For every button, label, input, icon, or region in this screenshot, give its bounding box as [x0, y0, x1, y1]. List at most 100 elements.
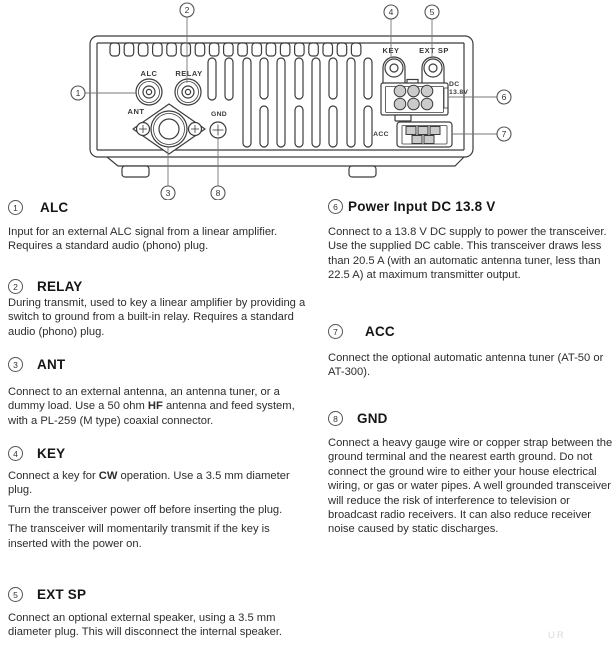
callout-5: 5 — [424, 4, 440, 20]
connector-section: 3 ANT Connect to an external antenna, an… — [8, 357, 310, 433]
text-segment: Connect a heavy gauge wire or copper str… — [328, 437, 612, 536]
dc-pin — [393, 84, 407, 98]
text-segment: operation. Use a 3.5 mm diameter plug. — [8, 470, 290, 497]
svg-text:5: 5 — [430, 7, 435, 17]
text-segment: CW — [98, 470, 118, 482]
vent-slat — [328, 105, 338, 148]
section-heading: 7 ACC — [328, 324, 612, 339]
section-title: ALC — [40, 200, 69, 215]
vent-tab — [223, 42, 234, 57]
svg-text:8: 8 — [216, 188, 221, 198]
connector-section: 7 ACC Connect the optional automatic ant… — [328, 324, 612, 385]
text-segment: Turn the transceiver power off before in… — [8, 503, 283, 516]
section-paragraph: Connect the optional automatic antenna t… — [328, 351, 612, 380]
vent-tab — [350, 42, 362, 57]
relay-label: RELAY — [175, 69, 202, 78]
section-title: Power Input DC 13.8 V — [348, 199, 496, 214]
acc-pin — [405, 126, 417, 135]
page-mark: UR — [548, 630, 566, 641]
vent-tab — [166, 42, 177, 57]
dc-pin — [407, 84, 420, 98]
text-segment: Input for an external ALC signal from a … — [8, 226, 278, 253]
connector-section: 4 KEY Connect a key for CW operation. Us… — [8, 446, 310, 556]
section-number-badge: 4 — [8, 446, 23, 461]
callout-2: 2 — [179, 2, 195, 18]
text-segment: Connect a key for — [8, 470, 99, 482]
alc-jack: ALC — [135, 69, 163, 106]
vent-tab — [294, 42, 305, 57]
dc-connector: DC 13.8V — [380, 78, 468, 122]
callouts: 1 2 3 4 5 6 7 8 — [70, 2, 512, 200]
acc-pin — [417, 126, 429, 135]
section-title: KEY — [37, 446, 66, 461]
section-heading: 3 ANT — [8, 357, 310, 372]
text-segment: antenna and feed system, with a PL-259 (… — [8, 400, 295, 427]
text-segment: The transceiver will momentarily transmi… — [8, 523, 270, 550]
vent-slat — [259, 57, 269, 100]
text-segment: Connect to an external antenna, an anten… — [8, 386, 280, 413]
dc-bottom-tab — [394, 114, 412, 122]
acc-pin — [429, 126, 441, 135]
vent-group — [109, 42, 373, 148]
svg-text:4: 4 — [389, 7, 394, 17]
callout-3: 3 — [160, 185, 176, 200]
text-segment: Connect the optional automatic antenna t… — [328, 352, 604, 379]
svg-text:1: 1 — [76, 88, 81, 98]
callout-7: 7 — [496, 126, 512, 142]
section-number-badge: 7 — [328, 324, 343, 339]
connector-section: 8 GND Connect a heavy gauge wire or copp… — [328, 411, 612, 542]
ant-connector: ANT — [128, 103, 206, 155]
vent-slat — [311, 57, 321, 148]
vent-slat — [363, 105, 373, 148]
relay-jack: RELAY — [174, 69, 202, 106]
ext-sp-label: EXT SP — [419, 46, 449, 55]
vent-slat — [363, 57, 373, 100]
vent-tab — [137, 42, 149, 57]
text-segment: Connect to a 13.8 V DC supply to power t… — [328, 226, 607, 282]
section-body: Input for an external ALC signal from a … — [8, 225, 310, 254]
section-number-badge: 6 — [328, 199, 343, 214]
vent-tab — [336, 42, 348, 57]
connector-section: 5 EXT SP Connect an optional external sp… — [8, 587, 310, 645]
svg-text:6: 6 — [502, 92, 507, 102]
vent-tab — [279, 42, 291, 57]
section-number-badge: 1 — [8, 200, 23, 215]
callout-1: 1 — [70, 85, 86, 101]
callout-8: 8 — [210, 185, 226, 200]
section-body: Connect a key for CW operation. Use a 3.… — [8, 469, 310, 551]
section-number-badge: 3 — [8, 357, 23, 372]
chassis-foot-left — [121, 165, 150, 178]
vent-slat — [242, 57, 252, 148]
section-paragraph: Input for an external ALC signal from a … — [8, 225, 310, 254]
section-number-badge: 2 — [8, 279, 23, 294]
section-paragraph: Connect a key for CW operation. Use a 3.… — [8, 469, 310, 498]
section-paragraph: Connect a heavy gauge wire or copper str… — [328, 436, 612, 537]
section-heading: 2 RELAY — [8, 279, 310, 294]
acc-connector: ACC — [373, 121, 453, 148]
section-paragraph: Turn the transceiver power off before in… — [8, 503, 310, 517]
vent-slat — [224, 57, 234, 101]
section-heading: 1 ALC — [8, 200, 310, 215]
vent-slat — [294, 57, 304, 100]
section-heading: 8 GND — [328, 411, 612, 426]
vent-tab — [237, 42, 248, 57]
section-title: EXT SP — [37, 587, 87, 602]
vent-tab — [322, 42, 334, 57]
section-heading: 5 EXT SP — [8, 587, 310, 602]
section-paragraph: Connect an optional external speaker, us… — [8, 611, 310, 640]
section-body: Connect an optional external speaker, us… — [8, 611, 310, 640]
section-title: ACC — [365, 324, 395, 339]
callout-4: 4 — [383, 4, 399, 20]
key-jack: KEY — [382, 46, 406, 89]
alc-label: ALC — [141, 69, 158, 78]
svg-text:3: 3 — [166, 188, 171, 198]
rear-panel-diagram: ALC RELAY ANT G — [70, 2, 512, 200]
chassis-body — [89, 35, 474, 158]
text-segment: HF — [147, 400, 163, 413]
vent-tab — [251, 42, 263, 57]
acc-label: ACC — [373, 131, 389, 138]
dc-pin — [407, 97, 420, 111]
dc-pin — [393, 97, 407, 111]
section-body: Connect to an external antenna, an anten… — [8, 385, 310, 428]
vent-tab — [123, 42, 135, 57]
